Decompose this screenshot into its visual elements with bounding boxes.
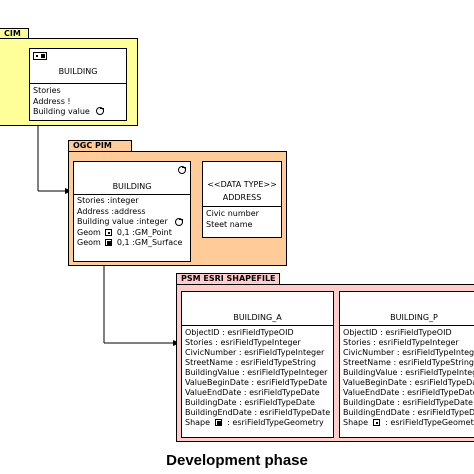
- class-attributes: ObjectID : esriFieldTypeOID Stories : es…: [343, 328, 474, 428]
- class-divider: [182, 325, 333, 326]
- attribute-row: Stories : esriFieldTypeInteger: [343, 338, 459, 347]
- pim-address-datatype: <<DATA TYPE>> ADDRESS Civic number Steet…: [202, 161, 282, 238]
- attribute-row: Steet name: [206, 219, 253, 229]
- attribute-row: CivicNumber : esriFieldTypeInteger: [185, 348, 325, 357]
- attribute-row: ObjectID : esriFieldTypeOID: [185, 328, 294, 337]
- attribute-row: BuildingDate : esriFieldTypeDate: [343, 398, 473, 407]
- psm-package: BUILDING_A ObjectID : esriFieldTypeOID S…: [176, 284, 474, 442]
- attribute-row: BuildingValue : esriFieldTypeInteger: [343, 368, 474, 377]
- attribute-row: ValueBeginDate : esriFieldTypeDate: [185, 378, 328, 387]
- clock-icon: [178, 166, 186, 174]
- attribute-row: BuildingEndDate : esriFieldTypeDate: [343, 408, 474, 417]
- class-divider: [30, 83, 126, 84]
- class-attributes: Stories Address ! Building value: [33, 86, 124, 118]
- attribute-row: Building value :integer: [77, 217, 188, 228]
- attribute-text: Shape: [343, 418, 369, 427]
- psm-package-tab: PSM ESRI SHAPEFILE: [176, 273, 280, 285]
- attribute-row: StreetName : esriFieldTypeString: [185, 358, 317, 367]
- class-attributes: Civic number Steet name: [206, 209, 279, 230]
- attribute-row: ValueEndDate : esriFieldTypeDate: [185, 388, 320, 397]
- attribute-text: Shape: [185, 418, 211, 427]
- class-name: ADDRESS: [222, 193, 262, 202]
- surface-geometry-icon: [105, 239, 113, 246]
- clock-icon: [175, 218, 183, 226]
- psm-building-p-class: BUILDING_P ObjectID : esriFieldTypeOID S…: [339, 291, 474, 438]
- pim-building-class: BUILDING Stories :integer Address :addre…: [73, 161, 191, 262]
- class-attributes: ObjectID : esriFieldTypeOID Stories : es…: [185, 328, 331, 428]
- attribute-type: 0,1 :GM_Surface: [116, 238, 183, 247]
- point-geometry-icon: [105, 228, 113, 236]
- phase-caption: Development phase: [166, 452, 308, 469]
- attribute-row: BuildingEndDate : esriFieldTypeDate: [185, 408, 331, 417]
- class-header-icon: [33, 52, 47, 60]
- pim-package: BUILDING Stories :integer Address :addre…: [68, 151, 287, 266]
- attribute-row: Geom 0,1 :GM_Surface: [77, 238, 188, 249]
- attribute-text: Geom: [77, 238, 101, 247]
- attribute-text: Building value :integer: [77, 217, 168, 226]
- polygon-geometry-icon: [214, 419, 222, 426]
- attribute-row: BuildingValue : esriFieldTypeInteger: [185, 368, 328, 377]
- attribute-row: ObjectID : esriFieldTypeOID: [343, 328, 452, 337]
- class-divider: [203, 206, 281, 207]
- attribute-row: Shape : esriFieldTypeGeometry: [343, 418, 474, 428]
- attribute-row: Stories: [33, 86, 61, 95]
- attribute-row: StreetName : esriFieldTypeString: [343, 358, 474, 367]
- cim-package-tab: CIM: [0, 28, 29, 39]
- class-name: BUILDING: [112, 182, 152, 191]
- class-name: BUILDING_A: [233, 313, 282, 322]
- attribute-type: : esriFieldTypeGeometry: [385, 418, 474, 427]
- class-name: BUILDING: [58, 67, 98, 76]
- clock-icon: [96, 107, 104, 115]
- attribute-text: Geom: [77, 227, 101, 237]
- attribute-row: Geom 0,1 :GM_Point: [77, 228, 188, 239]
- attribute-row: BuildingDate : esriFieldTypeDate: [185, 398, 315, 407]
- attribute-row: Shape : esriFieldTypeGeometry: [185, 418, 331, 428]
- attribute-row: CivicNumber : esriFieldTypeInteger: [343, 348, 474, 357]
- attribute-row: ValueBeginDate : esriFieldTypeDate: [343, 378, 474, 387]
- psm-building-a-class: BUILDING_A ObjectID : esriFieldTypeOID S…: [181, 291, 334, 438]
- attribute-row: Building value: [33, 107, 90, 116]
- cim-package: BUILDING Stories Address ! Building valu…: [0, 38, 138, 126]
- attribute-type: 0,1 :GM_Point: [116, 227, 172, 237]
- point-geometry-icon: [372, 419, 380, 426]
- attribute-row: Address :address: [77, 206, 146, 216]
- class-stereotype: <<DATA TYPE>>: [207, 180, 277, 189]
- class-attributes: Stories :integer Address :address Buildi…: [77, 196, 188, 249]
- attribute-row: Address !: [33, 96, 71, 106]
- attribute-row: Civic number: [206, 209, 259, 218]
- pim-package-tab: OGC PIM: [68, 140, 132, 152]
- attribute-row: Stories : esriFieldTypeInteger: [185, 338, 301, 347]
- attribute-row: ValueEndDate : esriFieldTypeDate: [343, 388, 474, 397]
- attribute-type: : esriFieldTypeGeometry: [227, 418, 324, 427]
- class-divider: [340, 325, 474, 326]
- class-divider: [74, 194, 190, 195]
- class-name: BUILDING_P: [390, 313, 438, 322]
- attribute-row: Stories :integer: [77, 196, 139, 205]
- cim-building-class: BUILDING Stories Address ! Building valu…: [29, 48, 127, 121]
